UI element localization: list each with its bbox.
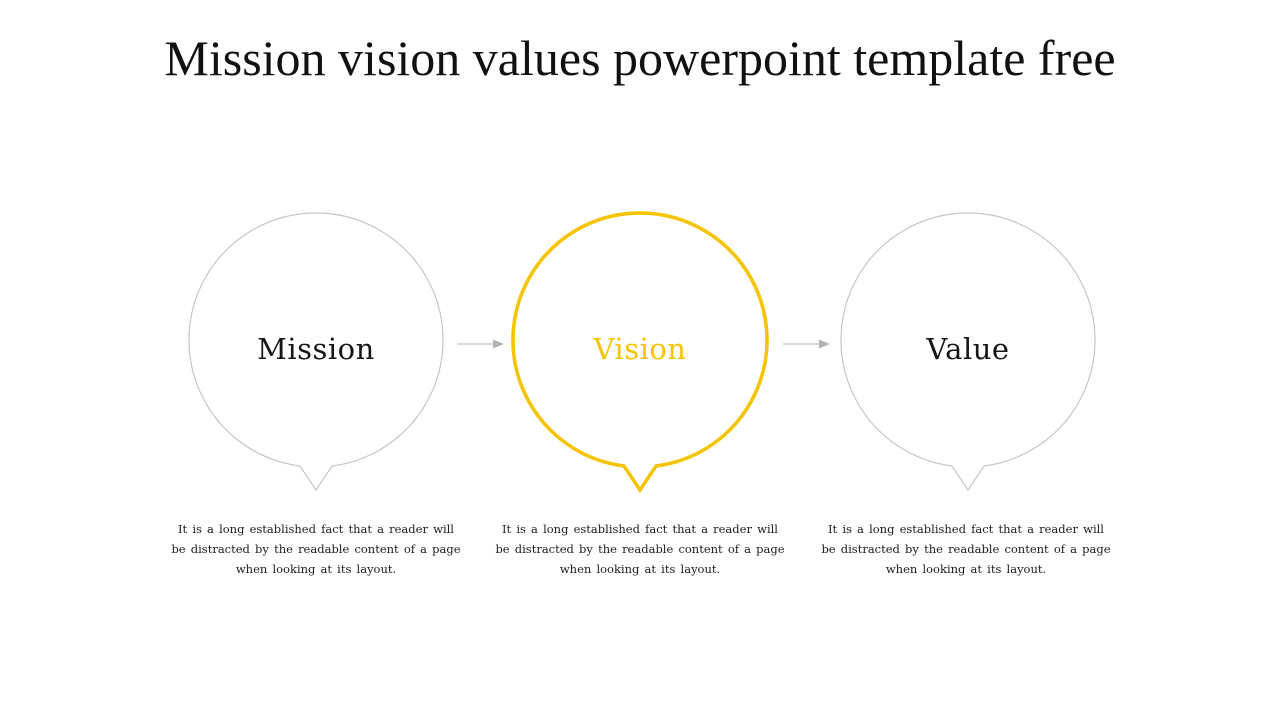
description-line: when looking at its layout. <box>885 562 1047 576</box>
description-line: be distracted by the readable content of… <box>821 542 1111 556</box>
description-line: It is a long established fact that a rea… <box>502 522 778 536</box>
description-line: It is a long established fact that a rea… <box>828 522 1104 536</box>
arrow-right-icon <box>783 339 830 349</box>
vision-description: It is a long established fact that a rea… <box>480 519 800 579</box>
speech-bubble-icon <box>511 211 769 494</box>
value-card: Value <box>838 210 1098 494</box>
description-line: when looking at its layout. <box>235 562 397 576</box>
arrow-right-icon <box>457 339 504 349</box>
speech-bubble-icon <box>188 212 444 492</box>
mission-description: It is a long established fact that a rea… <box>156 519 476 579</box>
description-line: be distracted by the readable content of… <box>495 542 785 556</box>
slide-title: Mission vision values powerpoint templat… <box>164 30 1116 86</box>
description-line: It is a long established fact that a rea… <box>178 522 454 536</box>
vision-card: Vision <box>510 210 770 494</box>
vision-label: Vision <box>593 332 687 366</box>
mission-label: Mission <box>257 332 375 366</box>
description-line: when looking at its layout. <box>559 562 721 576</box>
speech-bubble-icon <box>840 212 1096 492</box>
value-label: Value <box>926 332 1010 366</box>
description-line: be distracted by the readable content of… <box>171 542 461 556</box>
mission-card: Mission <box>186 210 446 494</box>
value-description: It is a long established fact that a rea… <box>806 519 1126 579</box>
